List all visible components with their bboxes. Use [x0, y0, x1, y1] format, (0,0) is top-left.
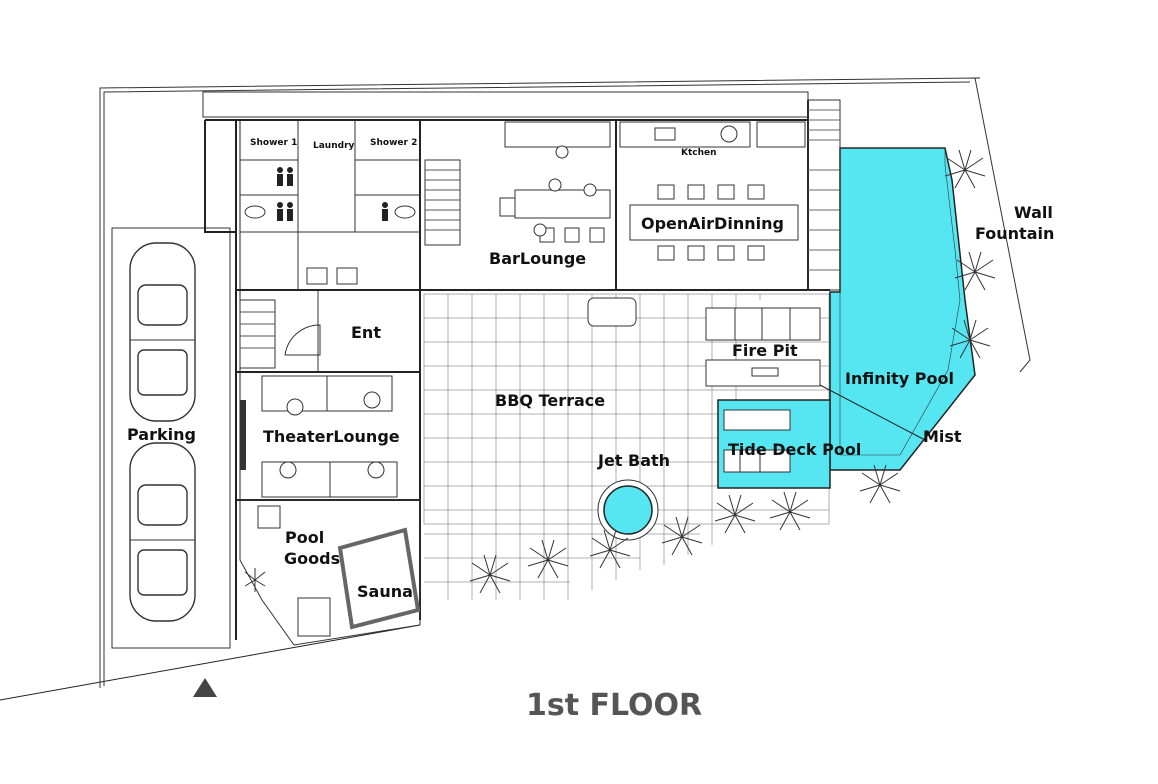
sauna-label: Sauna	[357, 582, 413, 601]
ent-label: Ent	[351, 323, 381, 342]
fire-pit	[705, 307, 821, 387]
theater-lounge-label: TheaterLounge	[263, 427, 400, 446]
tide-deck-pool-label: Tide Deck Pool	[728, 440, 861, 459]
parking-area	[111, 227, 231, 649]
wall-fountain-label-line1: Wall	[1014, 203, 1053, 222]
bar-lounge-label: BarLounge	[489, 249, 586, 268]
floor-title: 1st FLOOR	[526, 688, 702, 723]
site-boundary	[0, 77, 1031, 701]
car-icon	[129, 242, 196, 422]
north-arrow-icon	[193, 678, 217, 697]
infinity-pool-label: Infinity Pool	[845, 369, 954, 388]
bbq-terrace-tiles	[423, 293, 830, 600]
open-air-dinning-label: OpenAirDinning	[641, 214, 784, 233]
staircase	[239, 159, 461, 369]
entrance-door	[284, 324, 321, 356]
sauna-room	[337, 527, 421, 630]
dining-furniture	[629, 184, 799, 261]
bar-lounge-furniture	[499, 121, 611, 243]
fire-pit-label: Fire Pit	[732, 341, 798, 360]
palm-tree-icon	[244, 149, 996, 594]
mist-leader-line	[819, 384, 926, 441]
jet-bath	[597, 479, 659, 541]
pool-goods-label-line2: Goods	[284, 549, 340, 568]
shower1-label: Shower 1	[250, 138, 297, 148]
tide-deck-pool	[717, 399, 831, 489]
infinity-pool	[829, 147, 976, 471]
toilet-sign-icon	[277, 167, 388, 221]
shower2-label: Shower 2	[370, 138, 417, 148]
mist-label: Mist	[923, 427, 962, 446]
kitchen-label: Ktchen	[681, 148, 717, 158]
wooden-deck	[807, 99, 841, 291]
pool-goods-label-line1: Pool	[285, 528, 324, 547]
jet-bath-label: Jet Bath	[597, 451, 670, 470]
theater-lounge-furniture	[240, 375, 398, 498]
car-icon	[129, 442, 196, 622]
pool-goods-room	[239, 499, 421, 646]
kitchen-furniture	[619, 121, 806, 148]
laundry-label: Laundry	[313, 141, 355, 151]
wall-fountain-label-line2: Fountain	[975, 224, 1054, 243]
bathroom-fixtures	[244, 205, 416, 285]
bbq-terrace-label: BBQ Terrace	[495, 391, 605, 410]
parking-label: Parking	[127, 425, 196, 444]
